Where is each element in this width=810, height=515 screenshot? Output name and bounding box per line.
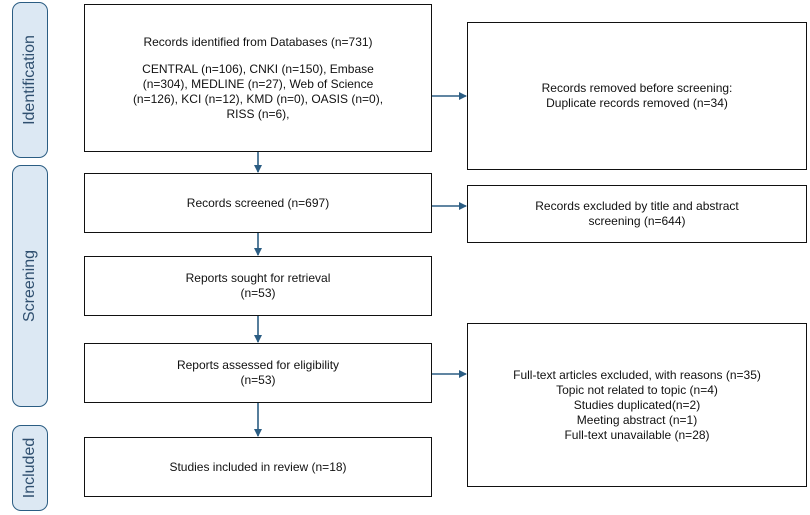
stage-screening: Screening [12,165,48,407]
stage-included: Included [12,425,48,511]
records-identified-line-2: (n=304), MEDLINE (n=27), Web of Science [142,76,374,91]
reports-assessed-line-1: Reports assessed for eligibility [176,358,340,372]
records-identified-box: Records identified from Databases (n=731… [84,4,432,152]
records-excluded-box: Records excluded by title and abstract s… [467,185,807,243]
studies-included-box: Studies included in review (n=18) [84,437,432,497]
fulltext-excluded-line-4: Meeting abstract (n=1) [576,412,698,427]
reports-assessed-line-2: (n=53) [240,373,276,387]
records-excluded-line-2: screening (n=644) [588,214,686,228]
studies-included-line-1: Studies included in review (n=18) [169,459,347,474]
stage-identification: Identification [12,2,48,158]
reports-sought-line-1: Reports sought for retrieval [185,271,331,285]
fulltext-excluded-box: Full-text articles excluded, with reason… [467,323,807,487]
records-removed-box: Records removed before screening: Duplic… [467,22,807,170]
records-screened-box: Records screened (n=697) [84,173,432,233]
records-removed-line-1: Records removed before screening: [541,81,733,95]
reports-sought-line-2: (n=53) [240,286,276,300]
reports-assessed-box: Reports assessed for eligibility (n=53) [84,343,432,403]
records-screened-line-1: Records screened (n=697) [186,195,330,210]
fulltext-excluded-line-3: Studies duplicated(n=2) [573,397,701,412]
fulltext-excluded-line-5: Full-text unavailable (n=28) [564,427,710,442]
records-removed-line-2: Duplicate records removed (n=34) [546,96,728,110]
reports-sought-box: Reports sought for retrieval (n=53) [84,256,432,316]
records-identified-line-1: CENTRAL (n=106), CNKI (n=150), Embase [142,61,374,76]
records-excluded-line-1: Records excluded by title and abstract [535,199,739,213]
fulltext-excluded-line-1: Full-text articles excluded, with reason… [513,367,761,382]
records-identified-line-4: RISS (n=6), [226,106,290,121]
records-identified-title: Records identified from Databases (n=731… [143,34,373,49]
records-identified-line-3: (n=126), KCI (n=12), KMD (n=0), OASIS (n… [132,91,384,106]
fulltext-excluded-line-2: Topic not related to topic (n=4) [556,382,718,397]
